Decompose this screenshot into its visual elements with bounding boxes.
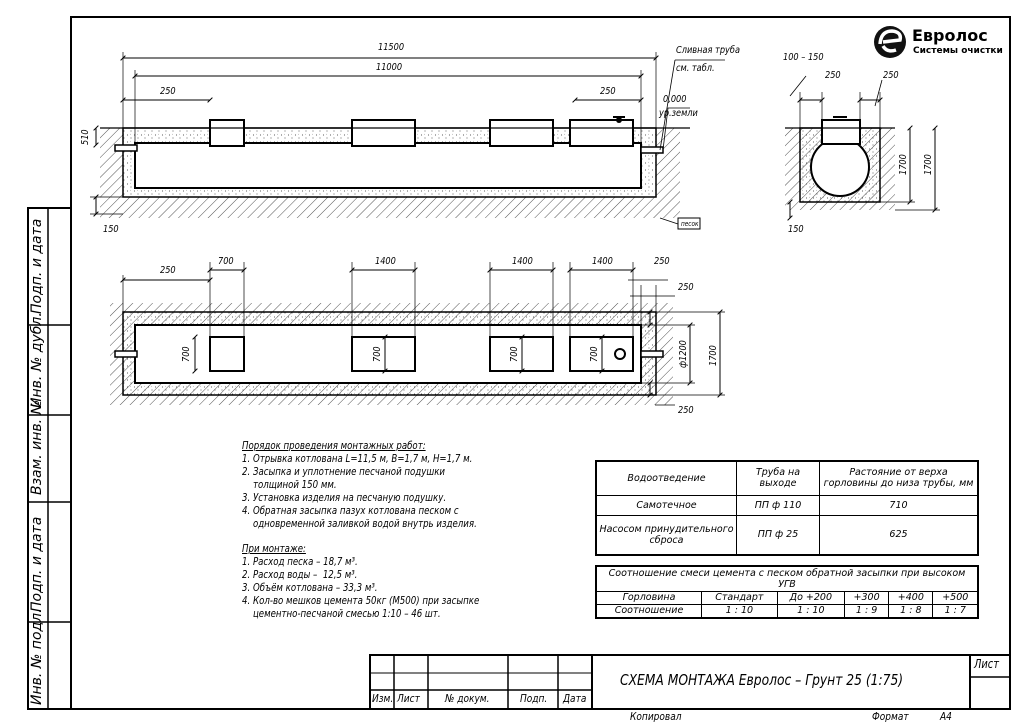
dim-left: 250 <box>160 86 176 97</box>
drawing-title: СХЕМА МОНТАЖА Евролос – Грунт 25 (1:75) <box>620 671 904 689</box>
table-cell: 625 <box>819 514 979 556</box>
montage-title: При монтаже: <box>242 543 306 555</box>
table-cell: 1 : 10 <box>701 603 778 619</box>
stamp-col: Дата <box>563 692 587 705</box>
table-cell: Стандарт <box>701 590 778 605</box>
table-cell: Горловина <box>595 590 702 605</box>
sand-label: песок <box>681 220 699 228</box>
copied-label: Копировал <box>630 710 682 723</box>
table-cell: ПП ф 25 <box>736 514 820 556</box>
procedure-step: толщиной 150 мм. <box>242 479 337 491</box>
table-title: Соотношение смеси цемента с песком обрат… <box>595 565 979 592</box>
side-label-replace-inv: Взам. инв. № <box>29 399 45 495</box>
drain-label: Сливная труба <box>676 45 740 56</box>
plan-dim-gap1: 1400 <box>375 256 396 267</box>
level-label: 0,000 <box>663 94 687 105</box>
plan-dim-diam: ф1200 <box>678 340 689 368</box>
dim-inner: 11000 <box>376 62 403 73</box>
section-view <box>90 52 725 230</box>
procedure-step: 2. Засыпка и уплотнение песчаной подушки <box>242 466 446 478</box>
plan-dim-right-top: 250 <box>678 282 694 293</box>
table-cell: +400 <box>888 590 934 605</box>
procedure-step: 4. Обратная засыпка пазух котлована песк… <box>242 505 459 517</box>
format-value: А4 <box>940 710 952 723</box>
montage-item: 1. Расход песка – 18,7 м³. <box>242 556 358 568</box>
sheet-label: Лист <box>974 657 999 671</box>
plan-dim-height: 1700 <box>708 345 719 366</box>
dim-height: 510 <box>80 129 91 145</box>
cement-ratio-table: Соотношение смеси цемента с песком обрат… <box>595 565 979 619</box>
plan-dim-hatch1: 700 <box>218 256 234 267</box>
montage-item: 3. Объём котлована – 33,3 м³. <box>242 582 378 594</box>
logo-name: Евролос <box>912 26 988 45</box>
dim-bottom: 150 <box>103 224 119 235</box>
plan-hatch-label-4: 700 <box>589 346 600 362</box>
plan-hatch-label-3: 700 <box>509 346 520 362</box>
cross-section-view <box>785 75 940 221</box>
logo-subtitle: Системы очистки <box>913 46 1003 56</box>
side-dim-left: 250 <box>825 70 841 81</box>
table-cell: +300 <box>843 590 890 605</box>
plan-dim-right-bottom: 250 <box>678 405 694 416</box>
table-cell: 1 : 8 <box>888 603 934 619</box>
side-dim-top: 100 – 150 <box>783 52 824 63</box>
side-dim-outer-h: 1700 <box>923 154 934 175</box>
table-cell: Насосом принудительного сброса <box>595 514 737 556</box>
stamp-col: Изм. <box>372 692 394 705</box>
procedure-step: 1. Отрывка котлована L=11,5 м, B=1,7 м, … <box>242 453 473 465</box>
table-header: Труба на выходе <box>736 460 820 496</box>
side-dim-inner-h: 1700 <box>898 154 909 175</box>
plan-view <box>110 262 725 406</box>
side-label-sign-date: Подп. и дата <box>29 218 45 314</box>
format-label: Формат <box>872 710 909 723</box>
montage-item: цементно-песчаной смесью 1:10 – 46 шт. <box>242 608 441 620</box>
procedure-step: одновременной заливкой водой внутрь изде… <box>242 518 477 530</box>
plan-dim-right: 250 <box>654 256 670 267</box>
dim-total: 11500 <box>378 42 405 53</box>
table-header: Водоотведение <box>595 460 737 496</box>
table-cell: +500 <box>932 590 979 605</box>
table-cell: 1 : 9 <box>843 603 890 619</box>
table-cell: ПП ф 110 <box>736 494 820 516</box>
stamp-col: Подп. <box>520 692 548 705</box>
procedure-step: 3. Установка изделия на песчаную подушку… <box>242 492 447 504</box>
montage-item: 4. Кол-во мешков цемента 50кг (М500) при… <box>242 595 480 607</box>
side-dim-bottom: 150 <box>788 224 804 235</box>
plan-dim-left: 250 <box>160 265 176 276</box>
procedure-title: Порядок проведения монтажных работ: <box>242 440 426 452</box>
ground-label: ур.земли <box>659 108 698 119</box>
side-label-sign-date-2: Подп. и дата <box>29 516 45 612</box>
montage-item: 2. Расход воды – 12,5 м³. <box>242 569 358 581</box>
table-cell: 710 <box>819 494 979 516</box>
side-dim-right: 250 <box>883 70 899 81</box>
dim-right: 250 <box>600 86 616 97</box>
drainage-table: Водоотведение Труба на выходе Растояние … <box>595 460 979 556</box>
plan-dim-gap2: 1400 <box>512 256 533 267</box>
side-label-orig-inv: Инв. № подл. <box>29 608 45 705</box>
plan-hatch-label-1: 700 <box>181 346 192 362</box>
table-cell: До +200 <box>776 590 845 605</box>
table-cell: 1 : 10 <box>776 603 845 619</box>
plan-hatch-label-2: 700 <box>372 346 383 362</box>
table-header: Растояние от верха горловины до низа тру… <box>819 460 979 496</box>
stamp-col: № докум. <box>445 692 490 705</box>
table-cell: 1 : 7 <box>932 603 979 619</box>
table-cell: Соотношение <box>595 603 702 619</box>
table-cell: Самотечное <box>595 494 737 516</box>
drain-sub: см. табл. <box>676 63 715 74</box>
side-label-dup-inv: Инв. № дубл. <box>29 312 45 408</box>
plan-dim-gap3: 1400 <box>592 256 613 267</box>
stamp-col: Лист <box>397 692 420 705</box>
evrolos-e-logo <box>874 26 906 58</box>
title-block <box>369 654 1011 710</box>
